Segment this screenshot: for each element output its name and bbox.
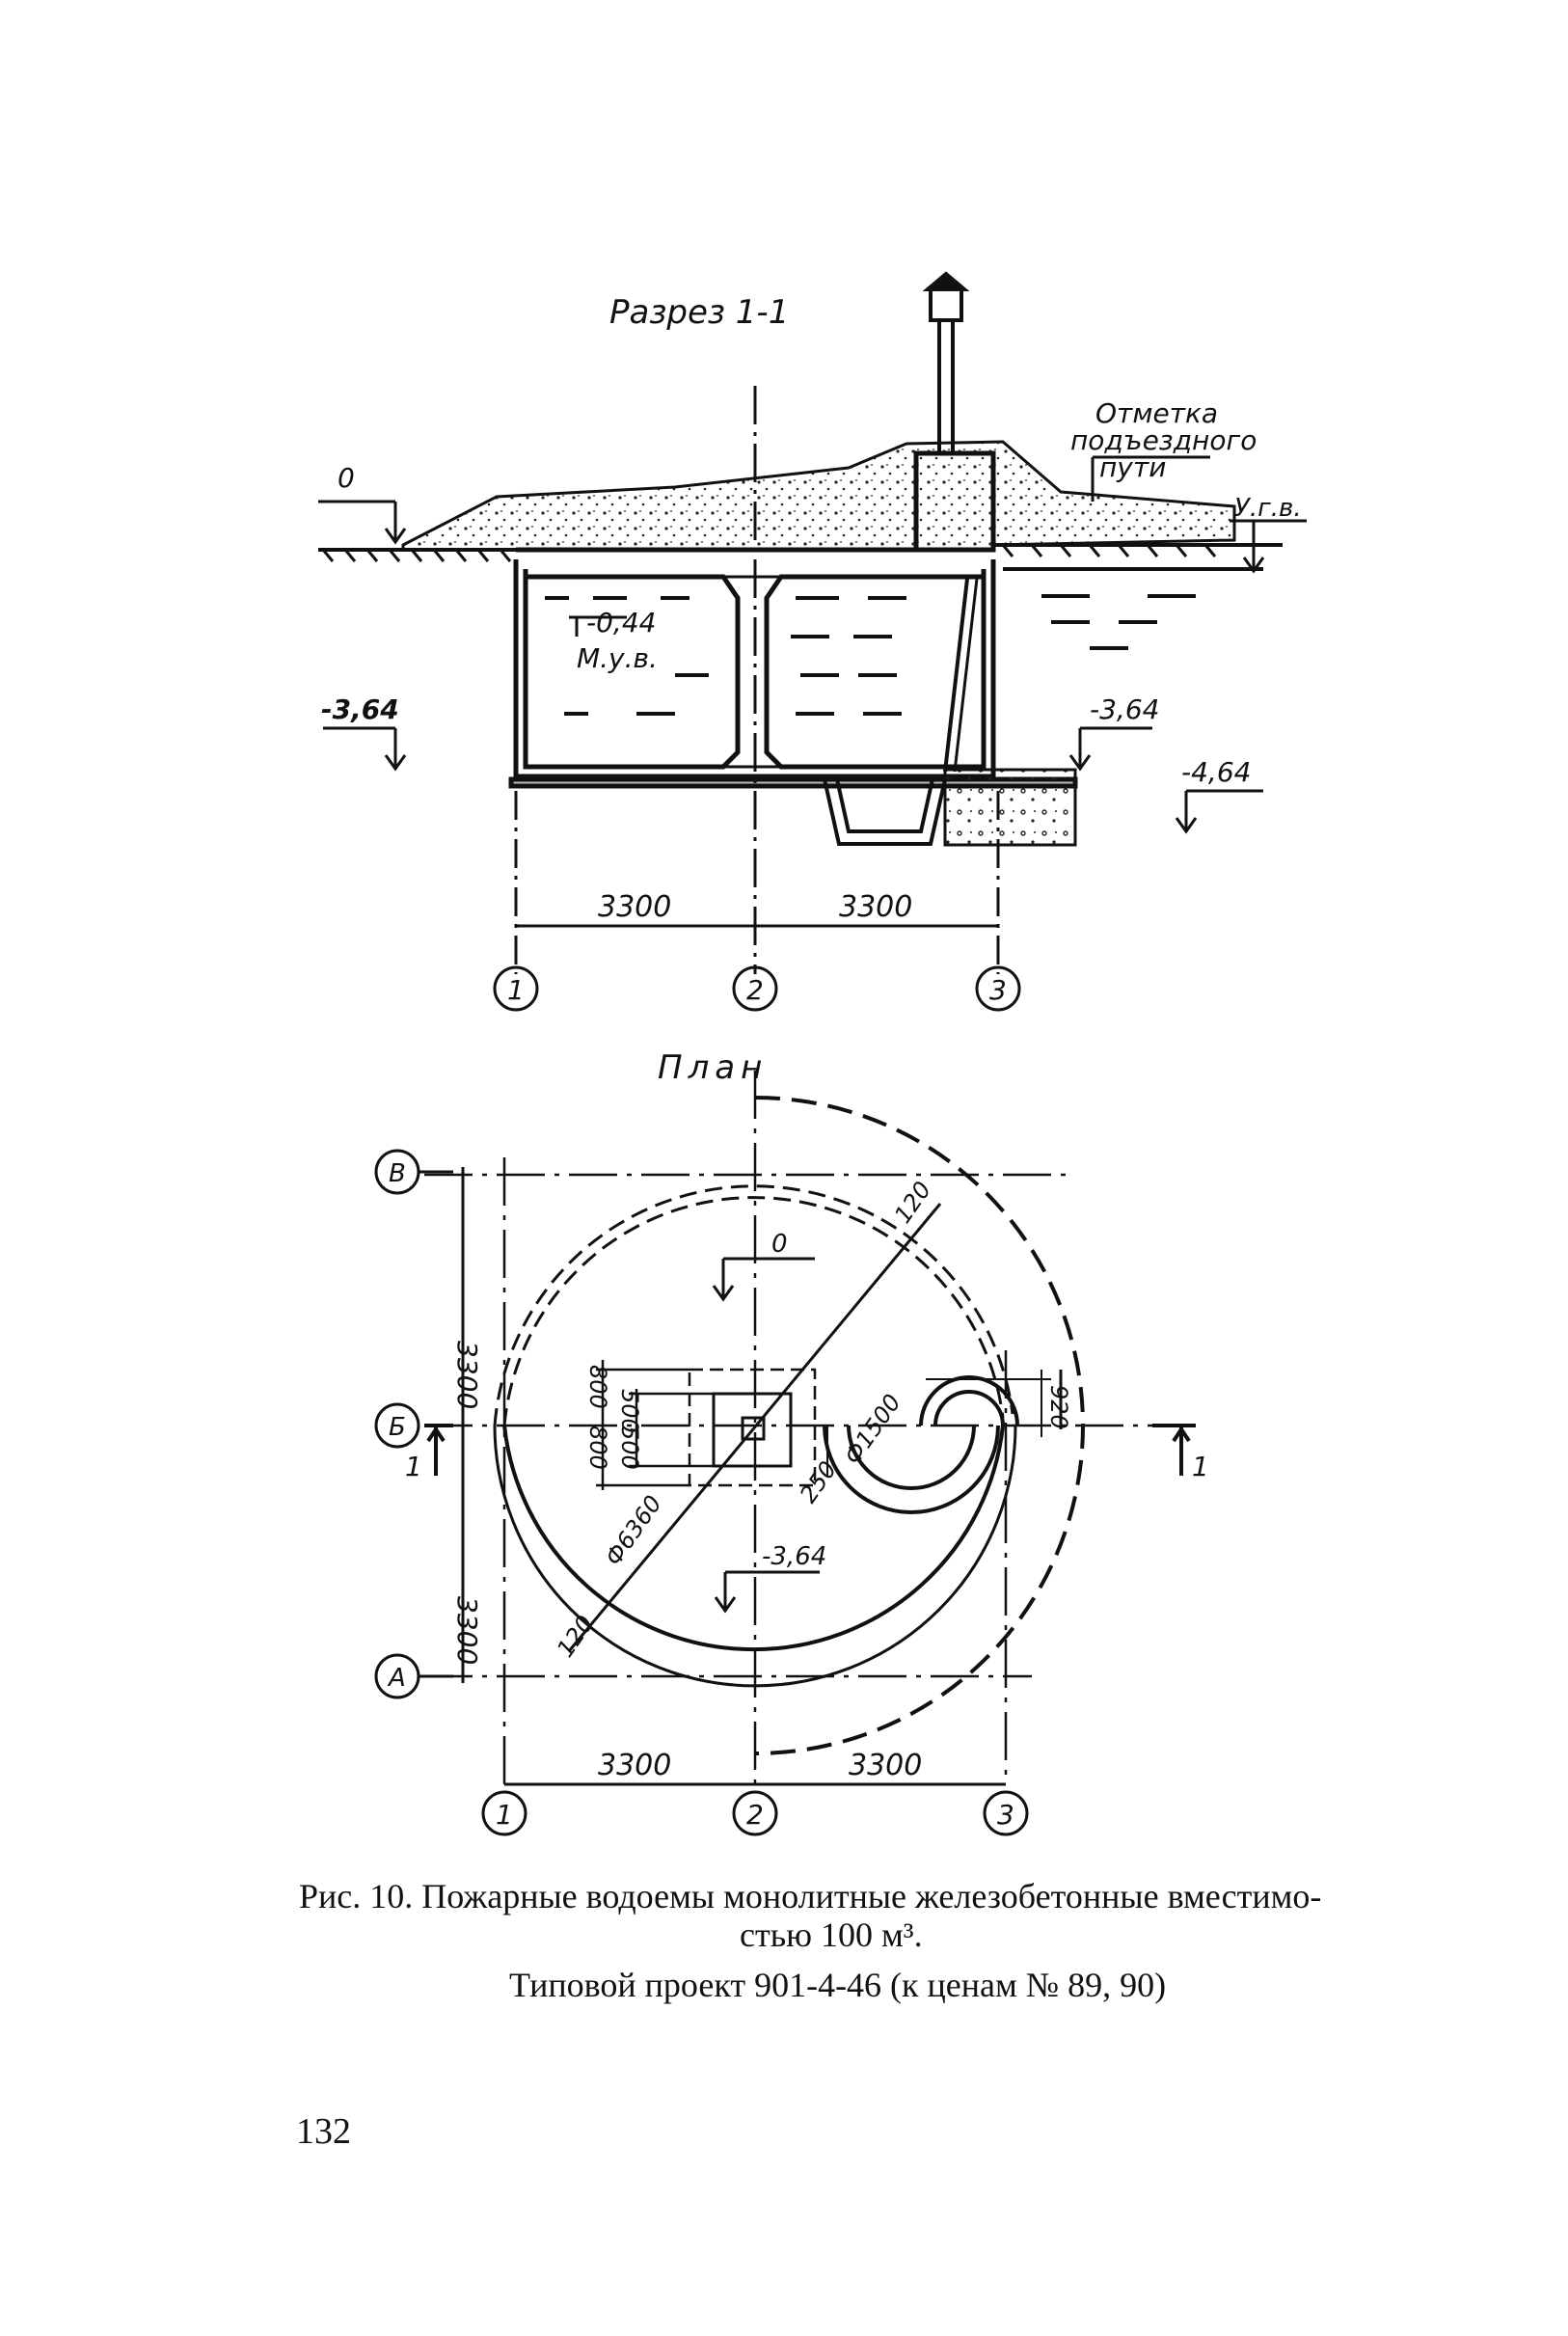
page-number: 132: [296, 2111, 351, 2152]
ugv-label: У.г.в.: [1234, 494, 1302, 523]
plan-level-364: -3,64: [762, 1542, 826, 1571]
plan-dim-left-h: 3300: [598, 1749, 671, 1782]
plan-view: План: [374, 1048, 1209, 1836]
plan-grid: [424, 1071, 1167, 1784]
ground-line: [318, 543, 1283, 562]
plan-axis-1: 1: [496, 1799, 513, 1831]
gravel-bed: [943, 768, 1077, 847]
tank-circle-solid: [502, 1425, 1005, 1652]
section-title: Разрез 1-1: [609, 293, 789, 332]
plan-title: План: [658, 1048, 768, 1087]
dim-500-top: 500: [616, 1389, 643, 1433]
section-axis-2: 2: [746, 974, 764, 1006]
plan-axis-markers: [481, 1790, 1029, 1836]
water-dashes: [545, 596, 906, 716]
plan-outer-dims: [461, 1167, 1063, 1786]
cut-arrows: [424, 1424, 1196, 1476]
plan-level-markers: [712, 1257, 820, 1614]
sump-plan: [823, 1370, 1051, 1514]
plan-dim-bottom-v: 3300: [451, 1596, 483, 1665]
figure-caption-line1b: стью 100 м³.: [740, 1915, 923, 1954]
row-label-a: А: [387, 1664, 406, 1693]
tank-circle-solid-outer: [493, 1425, 1017, 1688]
plan-axis-2: 2: [746, 1799, 764, 1831]
section-axis-markers: [493, 965, 1021, 1012]
level-464-label: -4,64: [1181, 756, 1251, 788]
figure-caption-line1: Рис. 10. Пожарные водоемы монолитные жел…: [299, 1877, 1322, 1915]
dim-920: 920: [1045, 1385, 1072, 1429]
plan-zero-label: 0: [771, 1230, 788, 1259]
section-view: Разрез 1-1: [318, 271, 1307, 1012]
dim-120-top: 120: [889, 1177, 936, 1229]
level-364-left-label: -3,64: [321, 693, 399, 725]
section-dim-left: 3300: [598, 890, 671, 924]
plan-dim-right-h: 3300: [849, 1749, 922, 1782]
section-axis-1: 1: [507, 974, 525, 1006]
cut-label-right: 1: [1192, 1451, 1209, 1482]
diameter-line: [567, 1203, 942, 1652]
row-label-b: Б: [389, 1413, 406, 1442]
plan-inner-dims: [596, 1360, 714, 1490]
section-dim-right: 3300: [839, 890, 912, 924]
plan-row-markers: [374, 1149, 453, 1699]
tank-circle-dashed: [502, 1196, 1005, 1426]
dim-800-bottom: 800: [584, 1426, 611, 1470]
section-dimension-line: [514, 791, 1000, 974]
muv-label: М.у.в.: [577, 642, 658, 674]
hatch-squares: [688, 1368, 817, 1487]
vent-pipe: [922, 271, 970, 453]
road-mark-label-2: подъездного: [1070, 424, 1257, 456]
phi-6360: Ф6360: [600, 1490, 667, 1570]
cut-label-left: 1: [405, 1451, 422, 1482]
level-markers: [318, 455, 1307, 834]
dim-800-top: 800: [584, 1365, 611, 1409]
groundwater-lines: [1003, 567, 1263, 650]
road-mark-label-3: пути: [1099, 451, 1166, 483]
outer-dashed-arc: [754, 1096, 1085, 1755]
road-mark-label-1: Отметка: [1095, 397, 1218, 429]
figure-caption-line2: Типовой проект 901-4-46 (к ценам № 89, 9…: [509, 1966, 1167, 2004]
dim-500-bottom: 500: [616, 1426, 643, 1470]
level-zero-label: 0: [338, 462, 355, 494]
sump: [823, 778, 947, 846]
row-label-v: В: [389, 1159, 406, 1188]
section-axis-3: 3: [989, 974, 1007, 1006]
level-364-right-label: -3,64: [1090, 693, 1159, 725]
plan-dim-top-v: 3300: [451, 1341, 483, 1409]
plan-axis-3: 3: [997, 1799, 1014, 1831]
tank-circle-dashed-outer: [493, 1184, 1014, 1426]
dim-120-bottom: 120: [552, 1611, 599, 1663]
level-044-label: -0,44: [586, 607, 656, 638]
